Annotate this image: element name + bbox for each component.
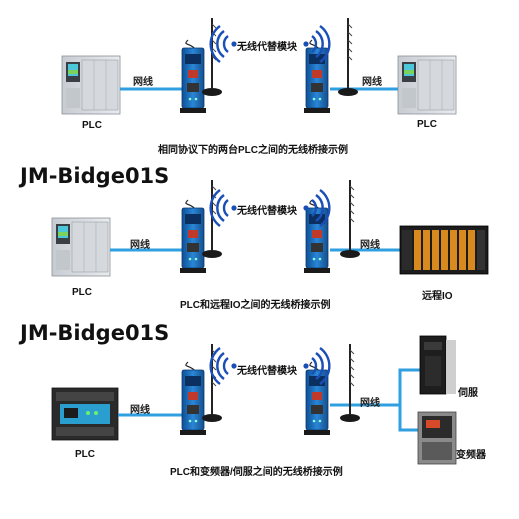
section-3 [51, 335, 457, 465]
servo-drive [419, 335, 456, 395]
net-label-right-1: 网线 [362, 77, 382, 88]
plc-right-label-1: PLC [417, 119, 437, 130]
plc-left-1 [61, 55, 121, 115]
antenna-right-3 [339, 343, 361, 423]
net-label-right-2: 网线 [360, 240, 380, 251]
wave-left-icon-1 [209, 24, 238, 64]
wireless-module-right-2 [303, 199, 331, 274]
caption-2: PLC和远程IO之间的无线桥接示例 [180, 300, 331, 311]
wireless-module-left-2 [179, 199, 207, 274]
cable-right-3 [330, 368, 420, 432]
antenna-left-1 [201, 17, 223, 97]
wireless-label-3: 无线代替模块 [237, 366, 297, 377]
antenna-right-1 [337, 17, 359, 97]
remote-io-rack [399, 225, 489, 275]
plc-left-label-1: PLC [82, 120, 102, 131]
product-title-3: JM-Bidge01S [20, 321, 170, 345]
caption-3: PLC和变频器/伺服之间的无线桥接示例 [170, 467, 343, 478]
caption-1: 相同协议下的两台PLC之间的无线桥接示例 [158, 145, 348, 156]
servo-label: 伺服 [458, 388, 478, 399]
wireless-label-2: 无线代替模块 [237, 206, 297, 217]
wave-left-icon-2 [209, 188, 238, 228]
vfd-label: 变频器 [456, 450, 486, 461]
plc-right-1 [397, 55, 457, 115]
wireless-module-left-3 [179, 361, 207, 436]
net-label-left-2: 网线 [130, 240, 150, 251]
plc-left-2 [51, 217, 111, 277]
wireless-module-right-3 [303, 361, 331, 436]
compact-plc [51, 387, 119, 441]
wireless-label-1: 无线代替模块 [237, 42, 297, 53]
section-1 [61, 17, 457, 115]
net-label-left-3: 网线 [130, 405, 150, 416]
plc-left-label-3: PLC [75, 449, 95, 460]
plc-left-label-2: PLC [72, 287, 92, 298]
antenna-right-2 [339, 179, 361, 259]
wireless-module-left-1 [179, 39, 207, 114]
vfd-drive [417, 411, 457, 465]
wave-left-icon-3 [209, 346, 238, 386]
net-label-left-1: 网线 [133, 77, 153, 88]
section-2 [51, 179, 489, 277]
product-title-2: JM-Bidge01S [20, 164, 170, 188]
wireless-module-right-1 [303, 39, 331, 114]
remote-io-label: 远程IO [422, 291, 453, 302]
net-label-right-3: 网线 [360, 398, 380, 409]
